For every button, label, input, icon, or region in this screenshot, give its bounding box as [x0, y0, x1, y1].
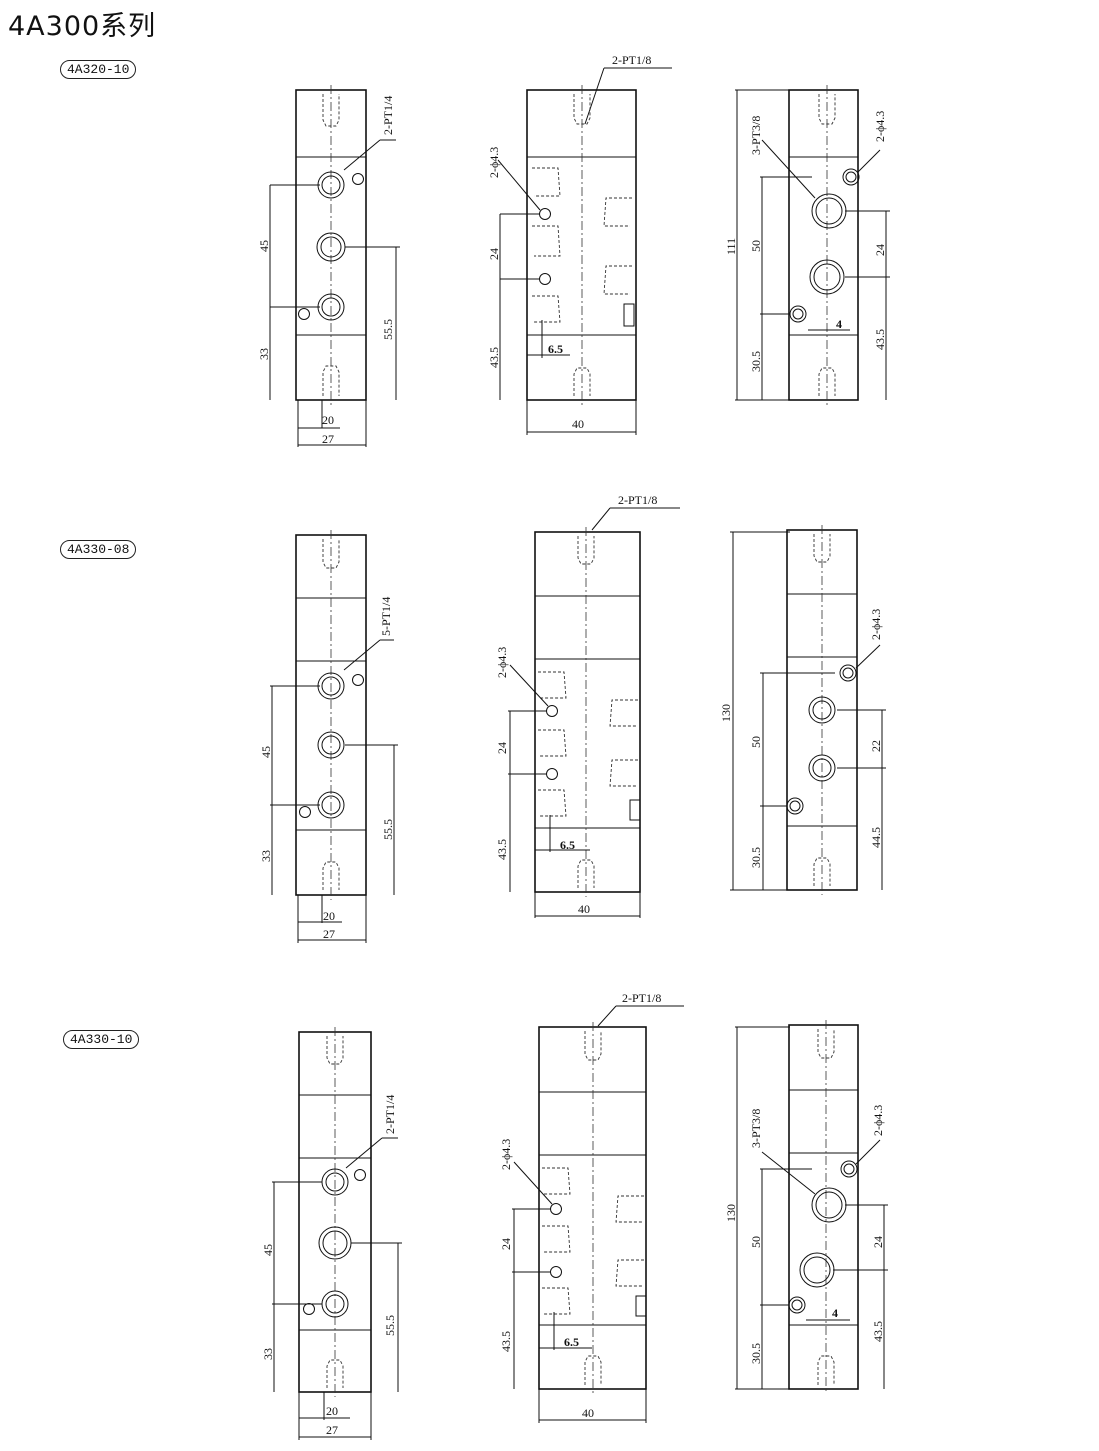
s3v3-port-label: 3-PT3/8 — [749, 1109, 763, 1148]
s1v1-dim-55-5: 55.5 — [381, 319, 395, 340]
s3v2-hole-label: 2-ϕ4.3 — [499, 1139, 513, 1170]
s3v3-dim-50: 50 — [749, 1236, 763, 1248]
section1-view1-front: 45 33 55.5 20 27 2-PT1/4 — [257, 85, 400, 447]
s3v3-dim-30-5: 30.5 — [749, 1343, 763, 1364]
s2v3-dim-50: 50 — [749, 736, 763, 748]
section3-view3-top: 130 3-PT3/8 50 30.5 2-ϕ4.3 24 43.5 4 — [724, 1020, 888, 1394]
s3v1-dim-55-5: 55.5 — [383, 1315, 397, 1336]
s1v3-dim-total: 111 — [724, 238, 738, 255]
s1v3-port-label: 3-PT3/8 — [749, 116, 763, 155]
s3v2-dim-43-5: 43.5 — [499, 1331, 513, 1352]
s3v1-dim-33: 33 — [261, 1348, 275, 1360]
s1v1-port-label: 2-PT1/4 — [381, 96, 395, 135]
s3v3-dim-total: 130 — [724, 1204, 738, 1222]
model-label-4a330-08: 4A330-08 — [60, 540, 137, 559]
s3v2-port-label: 2-PT1/8 — [622, 991, 661, 1005]
s3v3-hole-label: 2-ϕ4.3 — [871, 1105, 885, 1136]
s1v2-hole-label: 2-ϕ4.3 — [487, 147, 501, 178]
s2v1-port-label: 5-PT1/4 — [379, 597, 393, 636]
s3v2-dim-24: 24 — [499, 1238, 513, 1250]
s2v3-dim-30-5: 30.5 — [749, 847, 763, 868]
model-label-4a330-10: 4A330-10 — [63, 1030, 140, 1049]
s3v2-dim-40: 40 — [582, 1406, 594, 1420]
s3v1-dim-27: 27 — [326, 1423, 338, 1437]
s2v2-port-label: 2-PT1/8 — [618, 493, 657, 507]
section2-view3-top: 130 50 30.5 2-ϕ4.3 22 44.5 — [719, 525, 886, 895]
s1v3-hole-label: 2-ϕ4.3 — [873, 111, 887, 142]
s1v2-port-label: 2-PT1/8 — [612, 53, 651, 67]
s2v3-dim-total: 130 — [719, 704, 733, 722]
s1v1-dim-33: 33 — [257, 348, 271, 360]
s1v2-dim-43-5: 43.5 — [487, 347, 501, 368]
s3v3-dim-24: 24 — [871, 1236, 885, 1248]
s1v2-dim-40: 40 — [572, 417, 584, 431]
section3-view1-front: 45 33 55.5 20 27 2-PT1/4 — [261, 1027, 402, 1440]
s2v1-dim-20: 20 — [323, 909, 335, 923]
s1v1-dim-27: 27 — [322, 432, 334, 446]
s2v3-dim-22: 22 — [869, 740, 883, 752]
s2v2-hole-label: 2-ϕ4.3 — [495, 647, 509, 678]
s1v3-dim-30-5: 30.5 — [749, 351, 763, 372]
page-title: 4A300系列 — [8, 11, 157, 42]
s3v1-port-label: 2-PT1/4 — [383, 1095, 397, 1134]
s1v2-dim-6-5: 6.5 — [548, 342, 563, 356]
model-label-4a320-10: 4A320-10 — [60, 60, 137, 79]
s2v1-dim-55-5: 55.5 — [381, 819, 395, 840]
s1v1-dim-45: 45 — [257, 240, 271, 252]
section1-view2-side: 2-PT1/8 2-ϕ4.3 24 43.5 6.5 40 — [487, 53, 672, 435]
s3v3-dim-43-5: 43.5 — [871, 1321, 885, 1342]
s2v3-hole-label: 2-ϕ4.3 — [869, 609, 883, 640]
s1v1-dim-20: 20 — [322, 413, 334, 427]
s3v1-dim-45: 45 — [261, 1244, 275, 1256]
s2v1-dim-45: 45 — [259, 746, 273, 758]
s1v3-dim-24: 24 — [873, 244, 887, 256]
s2v2-dim-6-5: 6.5 — [560, 838, 575, 852]
s2v1-dim-27: 27 — [323, 927, 335, 941]
s2v3-dim-44-5: 44.5 — [869, 827, 883, 848]
s1v3-dim-50: 50 — [749, 240, 763, 252]
section3-view2-side: 2-PT1/8 2-ϕ4.3 24 43.5 6.5 40 — [499, 991, 684, 1423]
s1v3-dim-43-5: 43.5 — [873, 329, 887, 350]
s3v3-dim-4: 4 — [832, 1306, 838, 1320]
section1-view3-top: 111 3-PT3/8 50 30.5 2-ϕ4.3 24 43.5 4 — [724, 85, 890, 405]
s3v1-dim-20: 20 — [326, 1404, 338, 1418]
s1v2-dim-24: 24 — [487, 248, 501, 260]
section2-view1-front: 45 33 55.5 20 27 5-PT1/4 — [259, 530, 398, 943]
s2v2-dim-24: 24 — [495, 742, 509, 754]
s3v2-dim-6-5: 6.5 — [564, 1335, 579, 1349]
s2v2-dim-43-5: 43.5 — [495, 839, 509, 860]
s2v2-dim-40: 40 — [578, 902, 590, 916]
s2v1-dim-33: 33 — [259, 850, 273, 862]
s1v3-dim-4: 4 — [836, 317, 842, 331]
section2-view2-side: 2-PT1/8 2-ϕ4.3 24 43.5 6.5 40 — [495, 493, 680, 918]
